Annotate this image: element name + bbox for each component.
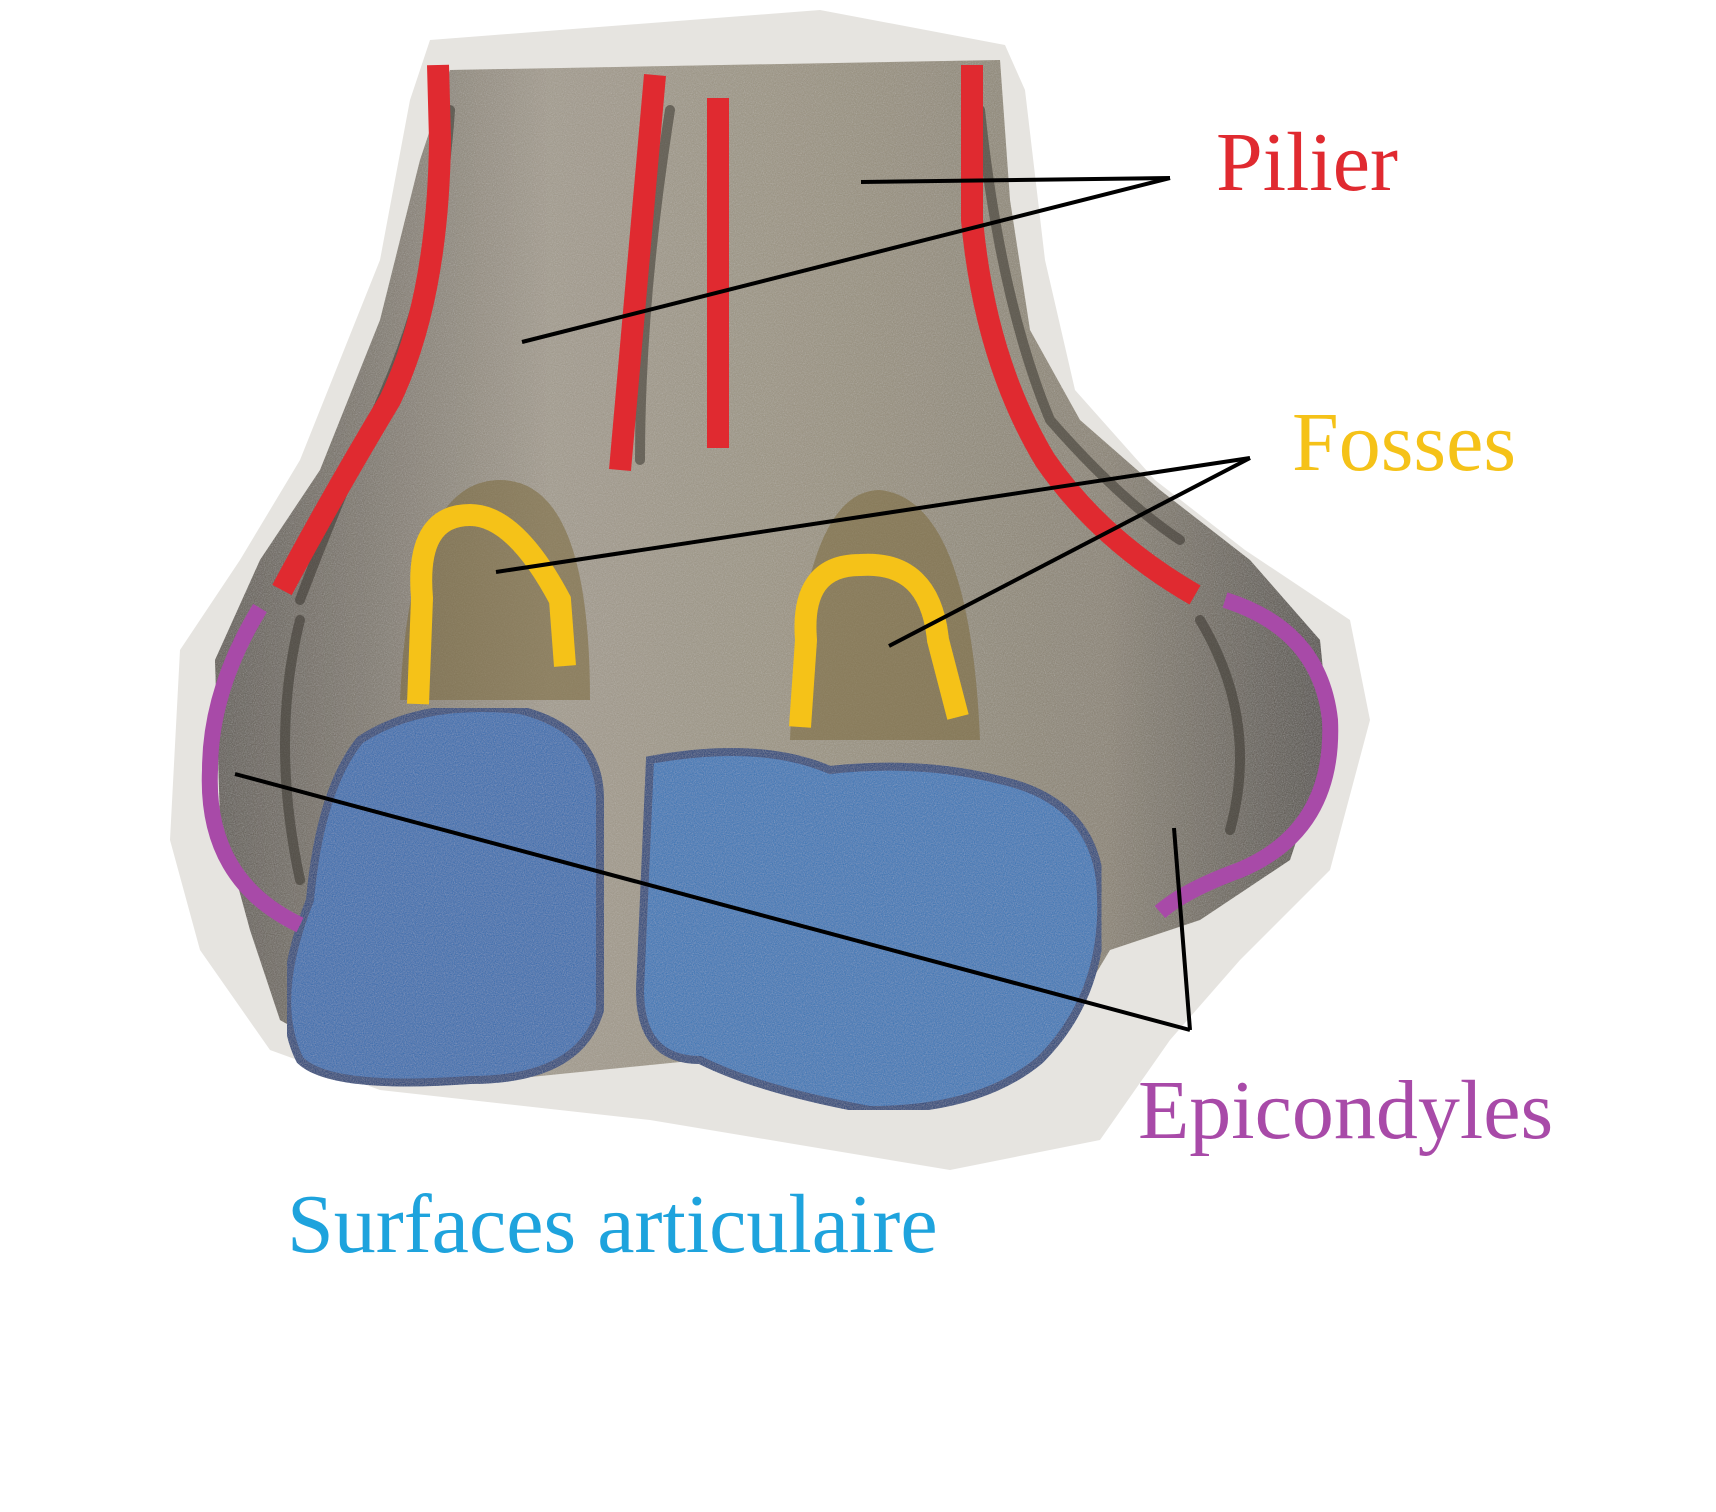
leader-epicondyles-b xyxy=(1172,827,1192,1031)
epicondyles-markers xyxy=(201,592,1339,933)
articular-surfaces xyxy=(283,704,1106,1115)
leader-fosses-b xyxy=(888,456,1251,648)
surfaces-articulaire-label: Surfaces articulaire xyxy=(287,1178,938,1271)
leader-lines xyxy=(234,176,1251,1032)
leader-pilier-b xyxy=(860,176,1171,184)
leader-epicondyles-a xyxy=(234,772,1191,1032)
leader-fosses-a xyxy=(495,456,1251,574)
fossa-shadows xyxy=(400,480,980,740)
leader-pilier-a xyxy=(521,176,1171,344)
epicondyles-label: Epicondyles xyxy=(1138,1064,1553,1157)
trochlea xyxy=(635,748,1106,1115)
fosses-markers xyxy=(407,503,969,728)
pilier-label: Pilier xyxy=(1216,116,1398,209)
pilier-markers xyxy=(272,64,1201,605)
fosses-label: Fosses xyxy=(1292,396,1516,489)
capitulum xyxy=(283,704,604,1087)
